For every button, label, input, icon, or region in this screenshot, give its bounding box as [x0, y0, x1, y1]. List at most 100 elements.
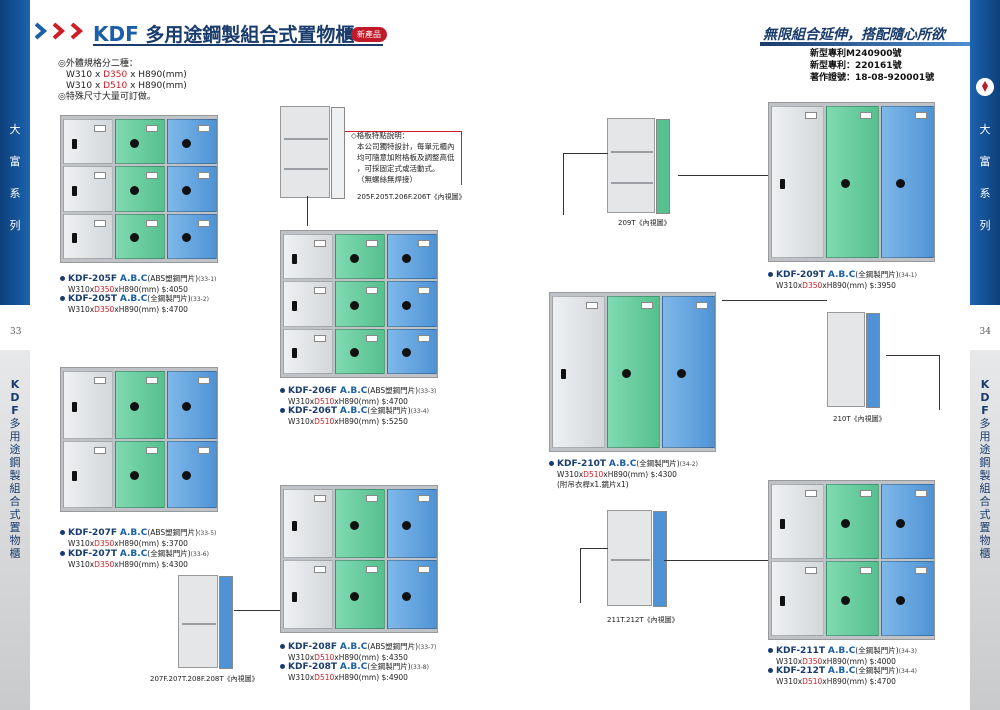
open-door [653, 511, 667, 607]
model-code: (34-3) [898, 648, 917, 655]
price: $:3950 [869, 281, 896, 290]
locker-door [826, 561, 879, 636]
vertical-title-char: 物 [9, 534, 21, 547]
knob-icon [350, 520, 359, 530]
locker-206 [280, 230, 438, 378]
lock-icon [561, 369, 566, 379]
name-tag-icon [586, 302, 598, 309]
bullet-icon [768, 668, 773, 673]
open-door [656, 119, 670, 214]
knob-icon [350, 253, 359, 263]
leader-line [307, 196, 308, 226]
locker-door [115, 119, 165, 165]
page-number-right: 34 [979, 327, 991, 337]
knob-icon [896, 518, 905, 528]
model-number: KDF-210T [557, 459, 606, 469]
shelf-plate [611, 559, 650, 561]
shelf-plate [611, 150, 653, 153]
model-code: (33-7) [418, 644, 437, 651]
vertical-title-char: 合 [979, 495, 991, 508]
name-tag-icon [198, 446, 210, 454]
locker-door [167, 119, 217, 165]
vertical-title-char: 式 [979, 508, 991, 521]
name-tag-icon [805, 490, 817, 497]
vertical-title-char: 鋼 [9, 456, 21, 469]
locker-209 [768, 102, 935, 262]
bullet-icon [768, 648, 773, 653]
door-material: (全鋼製門片) [147, 549, 191, 558]
locker-door [881, 106, 934, 258]
left-series-char-3: 系 [9, 187, 21, 200]
shelf-note-bracket [340, 131, 462, 185]
shelf-note-line: （無螺絲無焊接） [357, 175, 417, 184]
knob-icon [402, 520, 411, 530]
knob-icon [182, 471, 191, 481]
knob-icon [130, 471, 139, 481]
vertical-title-char: 櫃 [9, 547, 21, 560]
product-label-kdf-205t: KDF-205T A.B.C(全鋼製門片)(33-2)W310xD350xH89… [60, 294, 209, 315]
shelf-note-line: 本公司獨特設計，每單元櫃內 [357, 142, 455, 151]
model-number: KDF-208T [288, 662, 337, 672]
name-tag-icon [915, 567, 927, 574]
patent-line: 新型專利：220161號 [810, 61, 902, 71]
lock-icon [72, 471, 77, 482]
model-variants: A.B.C [119, 549, 148, 559]
chevron-arrows-icon [34, 22, 84, 40]
product-label-kdf-209t: KDF-209T A.B.C(全鋼製門片)(34-1)W310xD350xH89… [768, 270, 917, 291]
lock-icon [292, 520, 297, 531]
name-tag-icon [366, 495, 378, 502]
locker-door [552, 296, 605, 448]
locker-door [283, 328, 333, 374]
leader-line [722, 300, 827, 301]
door-material: (ABS塑鋼門片) [147, 274, 199, 283]
name-tag-icon [860, 567, 872, 574]
locker-210-interior [827, 312, 880, 408]
name-tag-icon [198, 172, 210, 180]
locker-door [387, 328, 437, 374]
vertical-title-char: 多 [979, 417, 991, 430]
name-tag-icon [805, 567, 817, 574]
right-side-band-top [970, 0, 1000, 305]
locker-door [115, 371, 165, 439]
brand-logo-icon [976, 78, 994, 96]
leader-line [580, 548, 581, 603]
vertical-title-char: D [980, 391, 990, 404]
locker-door [335, 328, 385, 374]
name-tag-icon [314, 287, 326, 295]
name-tag-icon [366, 334, 378, 342]
locker-205-interior [280, 106, 345, 199]
model-code: (34-2) [679, 461, 698, 468]
name-tag-icon [94, 377, 106, 384]
spec-custom-note: ◎特殊尺寸大量可訂做。 [58, 92, 156, 102]
bullet-icon [549, 461, 554, 466]
product-label-kdf-207t: KDF-207T A.B.C(全鋼製門片)(33-6)W310xD350xH89… [60, 549, 209, 570]
locker-door [662, 296, 715, 448]
vertical-title-char: 置 [9, 521, 21, 534]
knob-icon [677, 369, 686, 378]
locker-door [387, 281, 437, 327]
model-variants: A.B.C [339, 662, 368, 672]
locker-door [881, 484, 934, 559]
knob-icon [841, 179, 850, 188]
lock-icon [780, 179, 785, 189]
caption-210-interior: 210T《內視圖》 [833, 415, 886, 423]
left-series-char-4: 列 [9, 219, 21, 232]
caption-209-interior: 209T《內視圖》 [618, 219, 671, 227]
shelf-note-title: ◇格板特點說明： [351, 131, 410, 140]
open-door [219, 576, 233, 669]
knob-icon [896, 179, 905, 188]
shelf-note: ◇格板特點說明： 本公司獨特設計，每單元櫃內 均可隨意加附格板及調整高低 ，可採… [351, 130, 455, 185]
locker-207-interior [178, 575, 233, 669]
lock-icon [292, 253, 297, 264]
model-variants: A.B.C [119, 294, 148, 304]
door-material: (全鋼製門片) [855, 270, 899, 279]
lock-icon [780, 595, 785, 606]
price: $:4700 [161, 305, 188, 314]
vertical-title-char: 多 [9, 417, 21, 430]
locker-door [283, 489, 333, 558]
locker-door [115, 166, 165, 212]
locker-210 [549, 292, 716, 452]
price: $:4350 [381, 653, 408, 662]
name-tag-icon [146, 172, 158, 180]
brand-name: KDF [93, 22, 139, 46]
